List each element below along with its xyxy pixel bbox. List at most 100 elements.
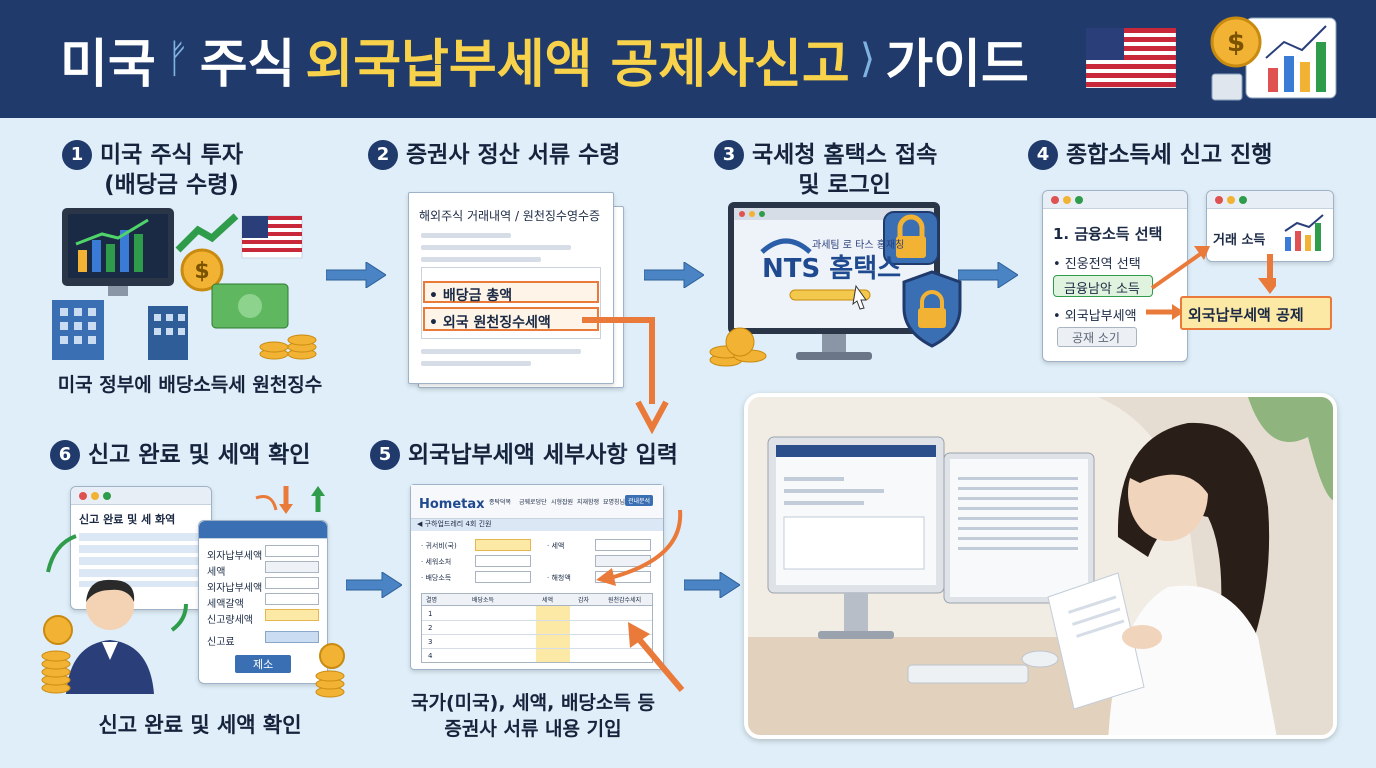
arrow-right-icon [644,262,704,288]
page-title: 미국 ᚠ 주식 외국납부세액 공제사신고 ⟩ 가이드 [60,24,1029,95]
table-row: 3 [428,638,433,646]
arrow-right-icon [684,572,740,598]
hometax-logo-subtext: 과세팀 로 타스 홍재칭 [812,240,905,251]
field-input-1[interactable] [265,545,319,557]
title-highlight: 외국납부세액 공제사신고 [305,34,850,95]
tax-office-field-label: · 세워소처 [421,558,452,566]
hometax-logo: NTS 홈택스 [762,254,902,284]
tax-field-label: · 세액 [547,542,565,550]
trade-income-label: 거래 소득 [1213,233,1266,248]
deduction-button[interactable]: 공재 소기 [1057,327,1137,347]
table-row: 2 [428,624,433,632]
step-4-title: 4 종합소득세 신고 진행 [1028,140,1272,170]
tax-office-select[interactable] [475,555,531,567]
dividend-total-row: • 배당금 총액 [423,281,599,304]
arrow-orange-icon [596,509,685,692]
step-6-number: 6 [50,440,80,470]
nav-tab-3[interactable]: 시형잡원 [551,499,574,506]
step-4-label: 종합소득세 신고 진행 [1066,142,1273,168]
table-row: 1 [428,610,433,618]
arrow-right-icon [346,572,402,598]
step-4-number: 4 [1028,140,1058,170]
document-title: 해외주식 거래내역 / 원천징수영수증 [419,209,601,223]
income-chart-window: 거래 소득 [1206,190,1334,262]
financial-income-button[interactable]: 금융남악 소득 [1053,275,1153,297]
financial-income-button-label: 금융남악 소득 [1064,282,1140,297]
step-2-number: 2 [368,140,398,170]
income-menu-window: 1. 금융소득 선택 • 진웅전역 선택 금융남악 소득 • 외국납부세액 공재… [1042,190,1188,362]
field-label-3: 외자납부세액 [207,583,263,594]
step-1-label: 미국 주식 투자 (배당금 수령) [100,142,243,198]
step-2-title: 2 증권사 정산 서류 수령 [368,140,620,170]
arrow-right-icon [326,262,386,288]
table-header-1: 결명 [426,597,438,604]
stock-investment-illustration: $ [52,208,317,360]
nav-tab-1[interactable]: 종탁덕목 [489,499,512,506]
step-2-label: 증권사 정산 서류 수령 [406,142,621,168]
table-row: 4 [428,652,433,660]
dividend-input[interactable] [475,571,531,583]
step-1-title: 1 미국 주식 투자 (배당금 수령) [62,140,322,200]
step-6-label: 신고 완료 및 세액 확인 [88,442,311,468]
country-field-label: · 귀서비(국) [421,542,457,550]
foreign-tax-deduction-label: 외국납부세액 공제 [1188,306,1304,324]
country-select[interactable] [475,539,531,551]
foreign-tax-deduction-box: 외국납부세액 공제 [1180,296,1332,330]
nav-button[interactable]: 관내분석 [625,495,654,506]
step-1-caption: 미국 정부에 배당소득세 원천징수 [57,374,323,396]
table-header-2: 배당소득 [472,597,495,604]
nav-tab-4[interactable]: 지재함쟁 [577,499,600,506]
table-header-5: 원천감수세지 [608,597,642,604]
step-3-number: 3 [714,140,744,170]
withholding-tax-label: • 외국 원천징수세액 [429,315,551,331]
hometax-login-illustration [709,202,962,367]
woman-filing-tax-photo [744,393,1337,739]
dividend-total-label: • 배당금 총액 [429,288,513,304]
withholding-tax-row: • 외국 원천징수세액 [423,307,599,331]
result-window-title: 신고 완료 및 세 화역 [79,513,176,526]
sub-navigation: ◀ 구하업드레리 4회 긴원 [417,520,492,528]
dividend-field-label: · 배당소득 [421,574,452,582]
amount-input[interactable] [595,571,651,583]
title-part-3: 가이드 [885,34,1029,95]
table-header-4: 감자 [578,597,590,604]
submit-button[interactable]: 제소 [235,655,291,673]
tax-confirm-window: 외자납부세액 세액 외자납부세액 세액갈액 신고량세액 신고료 제소 [198,520,328,684]
field-input-6[interactable] [265,631,319,643]
hometax-brand: Hometax [419,497,485,512]
step-3-title: 3 국세청 홈택스 접속 및 로그인 [714,140,944,200]
tax-input[interactable] [595,539,651,551]
field-select-4[interactable] [265,593,319,605]
field-input-2[interactable] [265,561,319,573]
field-label-6: 신고료 [207,637,235,648]
step-6-caption: 신고 완료 및 세액 확인 [98,713,302,737]
step-3-label: 국세청 홈택스 접속 및 로그인 [752,142,938,198]
finance-chart-icon: $ [1210,16,1337,101]
taxpayer-illustration [41,486,345,698]
header-banner: 미국 ᚠ 주식 외국납부세액 공제사신고 ⟩ 가이드 $ [0,0,1376,118]
step-6-title: 6 신고 완료 및 세액 확인 [50,440,310,470]
step-5-number: 5 [370,440,400,470]
us-flag-icon [1086,28,1176,88]
arrow-down-orange-icon [582,317,669,434]
svg-text:$: $ [1227,28,1245,58]
step-5-caption: 국가(미국), 세액, 배당소득 등 증권사 서류 내용 기입 [411,692,655,740]
field-label-5: 신고량세액 [207,615,253,626]
detail-table: 결명 배당소득 세액 감자 원천감수세지 1 2 3 4 [421,593,653,663]
field-input-5[interactable] [265,609,319,621]
step-1-number: 1 [62,140,92,170]
bar-chart-icon [1284,214,1324,251]
amount-field-label: · 해청액 [547,574,571,582]
step-5-label: 외국납부세액 세부사항 입력 [408,442,678,468]
menu-item-1: • 진웅전역 선택 [1053,257,1141,272]
field-label-4: 세액갈액 [207,599,244,610]
field-input-3[interactable] [265,577,319,589]
title-separator-2: ⟩ [859,36,876,82]
table-header-3: 세액 [542,597,554,604]
title-part-2: 주식 [199,34,296,95]
field-label-1: 외자납부세액 [207,551,263,562]
arrow-orange-icon [1146,246,1276,320]
nav-tab-5[interactable]: 묘명칭님 [603,499,626,506]
settlement-document: 해외주식 거래내역 / 원천징수영수증 • 배당금 총액 • 외국 원천징수세액 [408,192,614,384]
nav-tab-2[interactable]: 금웨로덩단 [519,499,547,506]
